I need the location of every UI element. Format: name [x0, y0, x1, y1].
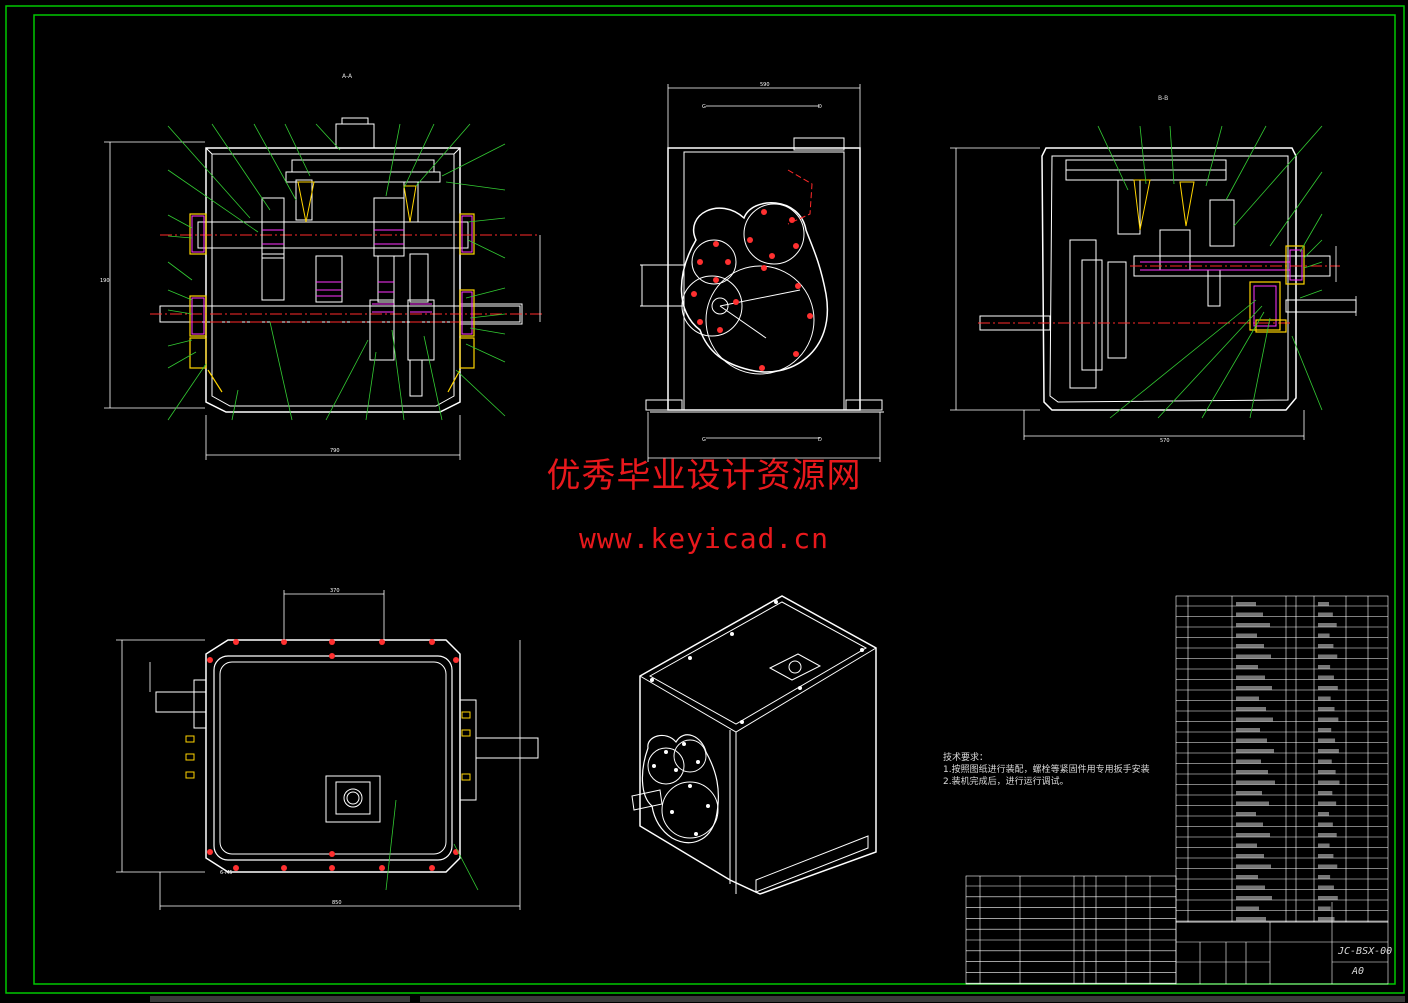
parts-list-entry-stroke: [1236, 906, 1259, 911]
svg-text:590: 590: [760, 82, 770, 88]
parts-list-entry-stroke: [1236, 864, 1271, 869]
parts-list-entry-stroke: [1318, 749, 1339, 753]
parts-list-entry-stroke: [1318, 728, 1332, 732]
parts-list-entry-stroke: [1318, 791, 1333, 795]
parts-list-entry-stroke: [1318, 917, 1335, 921]
parts-list-entry-stroke: [1318, 633, 1330, 638]
parts-list-entry-stroke: [1318, 759, 1332, 764]
sheet-size: A0: [1352, 966, 1365, 977]
svg-text:6-M5: 6-M5: [220, 870, 232, 876]
drawing-number: JC-BSX-00: [1338, 946, 1393, 957]
parts-list-entry-stroke: [1318, 738, 1336, 743]
parts-list-entry-stroke: [1236, 749, 1274, 753]
parts-list-entry-stroke: [1318, 602, 1329, 606]
watermark-url: www.keyicad.cn: [578, 522, 829, 555]
top-plan-view: 370 850 6-M5: [116, 588, 539, 910]
parts-list-table: [965, 595, 1389, 985]
svg-text:190: 190: [100, 278, 110, 284]
parts-list-entry-stroke: [1236, 623, 1270, 627]
parts-list-entry-stroke: [1318, 675, 1334, 680]
parts-list-entry-stroke: [1318, 864, 1338, 869]
parts-list-entry-stroke: [1318, 822, 1333, 827]
parts-list-entry-stroke: [1318, 801, 1337, 806]
parts-list-entry-stroke: [1318, 686, 1338, 690]
parts-list-entry-stroke: [1318, 896, 1338, 900]
parts-list-entry-stroke: [1318, 875, 1331, 879]
parts-list-entry-stroke: [1318, 843, 1330, 848]
parts-list-entry-stroke: [1236, 696, 1259, 701]
parts-list-entry-stroke: [1318, 654, 1338, 659]
parts-list-entry-stroke: [1318, 770, 1336, 774]
front-section-view: A-A: [100, 73, 545, 460]
svg-text:570: 570: [1160, 438, 1170, 444]
parts-list-entry-stroke: [1318, 707, 1335, 711]
isometric-view: [631, 595, 877, 895]
parts-list-entry-stroke: [1318, 717, 1339, 722]
parts-list-entry-stroke: [1236, 822, 1263, 827]
parts-list-entry-stroke: [1236, 759, 1261, 764]
side-elevation-view: 590 G D G D: [640, 82, 884, 462]
svg-text:B-B: B-B: [1158, 95, 1168, 102]
parts-list-entry-stroke: [1236, 654, 1271, 659]
parts-list-entry-stroke: [1236, 675, 1265, 680]
parts-list-entry-stroke: [1318, 906, 1331, 911]
parts-list-entry-stroke: [1236, 644, 1264, 648]
svg-text:D: D: [818, 104, 822, 110]
parts-list-entry-stroke: [1236, 780, 1275, 785]
parts-list-entry-stroke: [1236, 633, 1257, 638]
technical-requirements-heading: 技术要求：: [943, 753, 989, 763]
parts-list-entry-stroke: [1236, 665, 1258, 669]
parts-list-entry-stroke: [1236, 885, 1265, 890]
parts-list-entry-stroke: [1236, 896, 1272, 900]
technical-requirement-1: 1.按照图纸进行装配，螺栓等紧固件用专用扳手安装: [943, 765, 1150, 775]
technical-requirement-2: 2.装机完成后，进行运行调试。: [943, 777, 1069, 787]
parts-list-entry-stroke: [1318, 854, 1334, 858]
sheet-border: [5, 5, 1405, 1002]
parts-list-entry-stroke: [1236, 707, 1266, 711]
parts-list-yellow-entries: [1236, 602, 1340, 921]
svg-text:A-A: A-A: [342, 73, 353, 80]
parts-list-entry-stroke: [1318, 812, 1329, 816]
parts-list-entry-stroke: [1236, 843, 1257, 848]
svg-text:370: 370: [330, 588, 340, 594]
parts-list-entry-stroke: [1236, 801, 1269, 806]
parts-list-entry-stroke: [1318, 696, 1331, 701]
parts-list-entry-stroke: [1236, 791, 1262, 795]
parts-list-entry-stroke: [1236, 854, 1264, 858]
parts-list-entry-stroke: [1236, 686, 1272, 690]
parts-list-entry-stroke: [1236, 717, 1273, 722]
watermark-title: 优秀毕业设计资源网: [546, 456, 862, 496]
parts-list-entry-stroke: [1236, 612, 1263, 617]
right-section-view: B-B: [950, 95, 1357, 444]
parts-list-entry-stroke: [1318, 665, 1331, 669]
svg-text:D: D: [818, 437, 822, 443]
parts-list-entry-stroke: [1236, 738, 1267, 743]
parts-list-entry-stroke: [1318, 833, 1337, 837]
svg-text:G: G: [702, 104, 706, 110]
parts-list-entry-stroke: [1318, 623, 1337, 627]
parts-list-entry-stroke: [1318, 780, 1340, 785]
technical-requirements: 技术要求： 1.按照图纸进行装配，螺栓等紧固件用专用扳手安装 2.装机完成后，进…: [943, 752, 1150, 788]
svg-text:850: 850: [332, 900, 342, 906]
parts-list-entry-stroke: [1318, 885, 1334, 890]
parts-list-entry-stroke: [1236, 602, 1256, 606]
parts-list-entry-stroke: [1318, 644, 1334, 648]
parts-list-entry-stroke: [1236, 833, 1270, 837]
svg-text:790: 790: [330, 448, 340, 454]
parts-list-entry-stroke: [1236, 728, 1260, 732]
parts-list-entry-stroke: [1236, 770, 1268, 774]
svg-text:G: G: [702, 437, 706, 443]
parts-list-entry-stroke: [1236, 812, 1256, 816]
parts-list-entry-stroke: [1236, 875, 1258, 879]
parts-list-entry-stroke: [1318, 612, 1333, 617]
parts-list-entry-stroke: [1236, 917, 1266, 921]
